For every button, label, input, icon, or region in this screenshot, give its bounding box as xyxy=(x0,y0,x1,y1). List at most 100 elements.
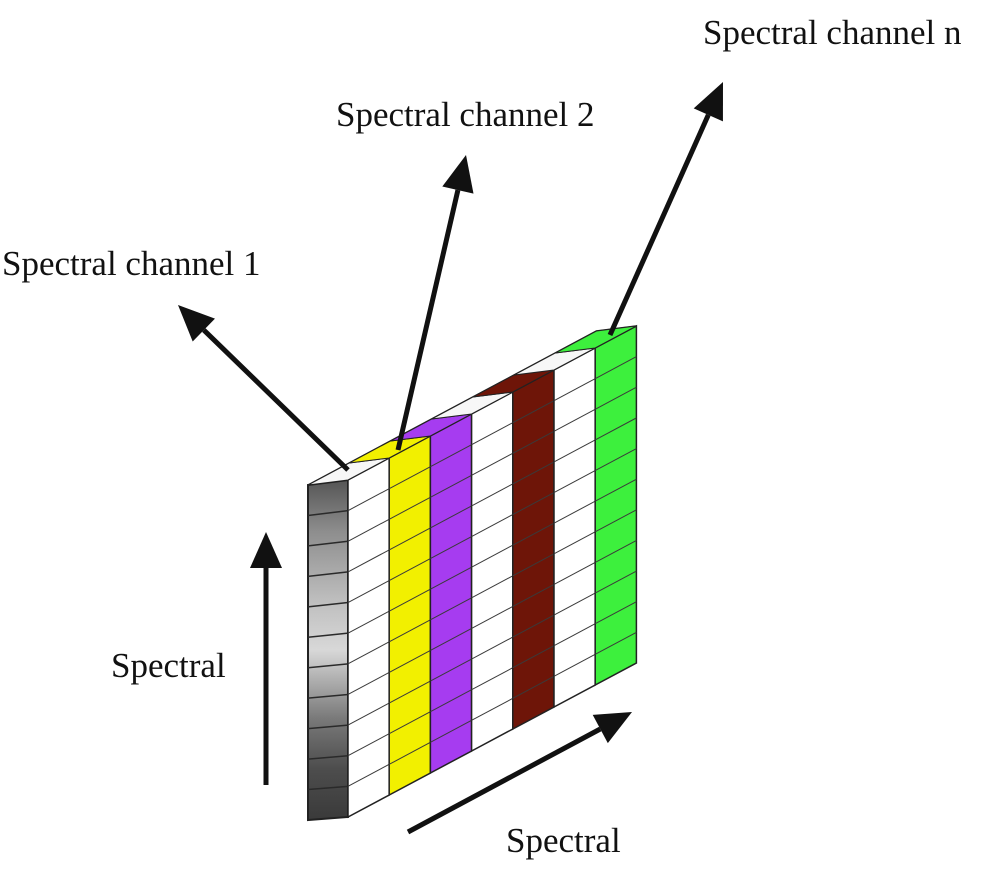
label-spectral-channel-2: Spectral channel 2 xyxy=(336,95,595,134)
cell-grid-line xyxy=(512,461,555,485)
image-strip-grid-line xyxy=(307,693,349,699)
arrow-spectral-vertical-head xyxy=(250,532,282,568)
cell-grid-line xyxy=(553,470,596,493)
cell-grid-line xyxy=(430,628,472,651)
blank-column xyxy=(553,346,596,709)
cell-grid-line xyxy=(553,439,596,463)
spectral-channel-column xyxy=(594,324,638,687)
cell-grid-line xyxy=(553,623,596,647)
cell-grid-line xyxy=(512,400,555,424)
cell-grid-line xyxy=(430,474,472,498)
cell-grid-line xyxy=(553,408,596,432)
cell-grid-line xyxy=(553,653,596,677)
cell-grid-line xyxy=(512,584,555,607)
arrow-spectral-channel-2 xyxy=(395,155,474,451)
arrow-spectral-channel-1-shaft xyxy=(202,328,350,472)
cell-grid-line xyxy=(471,667,514,691)
cell-grid-line xyxy=(512,553,555,577)
cell-grid-line xyxy=(388,619,431,643)
arrow-spectral-channel-1-head xyxy=(178,305,215,342)
arrow-spectral-channel-n xyxy=(607,82,723,337)
arrow-spectral-horizontal-shaft xyxy=(406,726,602,835)
arrow-spectral-channel-n-shaft xyxy=(607,113,711,337)
cell-grid-line xyxy=(471,544,514,568)
cell-grid-line xyxy=(471,452,514,476)
cell-grid-line xyxy=(430,536,472,559)
cell-grid-line xyxy=(347,518,390,542)
cell-grid-line xyxy=(594,601,637,625)
image-strip-grid-line xyxy=(307,540,349,547)
cell-grid-line xyxy=(430,689,472,713)
cell-grid-line xyxy=(594,570,637,594)
cell-grid-line xyxy=(594,540,637,563)
label-spectral-horizontal-axis: Spectral xyxy=(506,821,621,860)
cell-grid-line xyxy=(430,505,472,529)
cell-grid-line xyxy=(347,763,390,787)
cell-grid-line xyxy=(594,356,637,380)
image-strip-grid-line xyxy=(307,509,349,517)
cell-grid-line xyxy=(347,672,390,695)
image-strip-grid-line xyxy=(307,785,349,791)
cell-grid-line xyxy=(553,500,596,524)
cell-grid-line xyxy=(430,719,472,743)
label-spectral-channel-1: Spectral channel 1 xyxy=(2,244,261,283)
cell-grid-line xyxy=(471,636,514,660)
label-spectral-channel-n: Spectral channel n xyxy=(703,13,962,52)
image-strip-grid-line xyxy=(307,754,349,760)
cell-grid-line xyxy=(594,448,637,471)
arrow-spectral-horizontal-head xyxy=(592,712,632,744)
cell-grid-line xyxy=(430,566,472,590)
arrow-spectral-vertical xyxy=(250,532,282,785)
cell-grid-line xyxy=(594,478,637,502)
arrows xyxy=(178,82,723,835)
column-top-cap xyxy=(554,325,637,354)
cell-grid-line xyxy=(471,422,514,446)
arrow-spectral-channel-2-head xyxy=(442,155,474,194)
image-strip-grid-line xyxy=(307,663,349,669)
cell-grid-line xyxy=(388,588,431,612)
image-strip-grid-line xyxy=(307,601,349,608)
cell-grid-line xyxy=(553,531,596,555)
blank-column xyxy=(470,390,514,753)
cell-grid-line xyxy=(388,496,431,520)
spectral-channel-column xyxy=(512,368,555,731)
cell-grid-line xyxy=(471,697,514,721)
cell-grid-line xyxy=(347,610,390,634)
cell-grid-line xyxy=(512,675,555,699)
cell-grid-line xyxy=(512,522,555,546)
spectral-channel-column xyxy=(388,434,432,797)
cell-grid-line xyxy=(388,558,431,581)
arrow-spectral-channel-2-shaft xyxy=(395,189,461,451)
cell-grid-line xyxy=(594,417,637,441)
cell-grid-line xyxy=(471,514,514,537)
cell-grid-line xyxy=(388,527,431,551)
cell-grid-line xyxy=(430,444,472,468)
cell-grid-line xyxy=(471,606,514,629)
cell-grid-line xyxy=(594,631,637,655)
blank-column xyxy=(347,456,390,819)
cell-grid-line xyxy=(471,575,514,599)
cell-grid-line xyxy=(430,658,472,682)
cell-grid-line xyxy=(512,645,555,669)
image-strip-grid-line xyxy=(307,632,349,639)
cell-grid-line xyxy=(553,562,596,585)
arrow-spectral-horizontal xyxy=(406,712,632,835)
cell-grid-line xyxy=(430,597,472,621)
data-cube xyxy=(307,324,638,822)
cell-grid-line xyxy=(471,483,514,507)
cell-grid-line xyxy=(388,680,431,704)
image-side-strip xyxy=(307,478,349,822)
cell-grid-line xyxy=(594,386,637,410)
cell-grid-line xyxy=(553,378,596,402)
cell-grid-line xyxy=(512,430,555,454)
arrow-spectral-channel-1 xyxy=(178,305,350,472)
cell-grid-line xyxy=(347,488,390,512)
cell-grid-line xyxy=(388,650,431,673)
cell-grid-line xyxy=(388,466,431,490)
cell-grid-line xyxy=(347,702,390,726)
cell-grid-line xyxy=(388,711,431,735)
cell-grid-line xyxy=(347,733,390,757)
cell-grid-line xyxy=(512,614,555,638)
